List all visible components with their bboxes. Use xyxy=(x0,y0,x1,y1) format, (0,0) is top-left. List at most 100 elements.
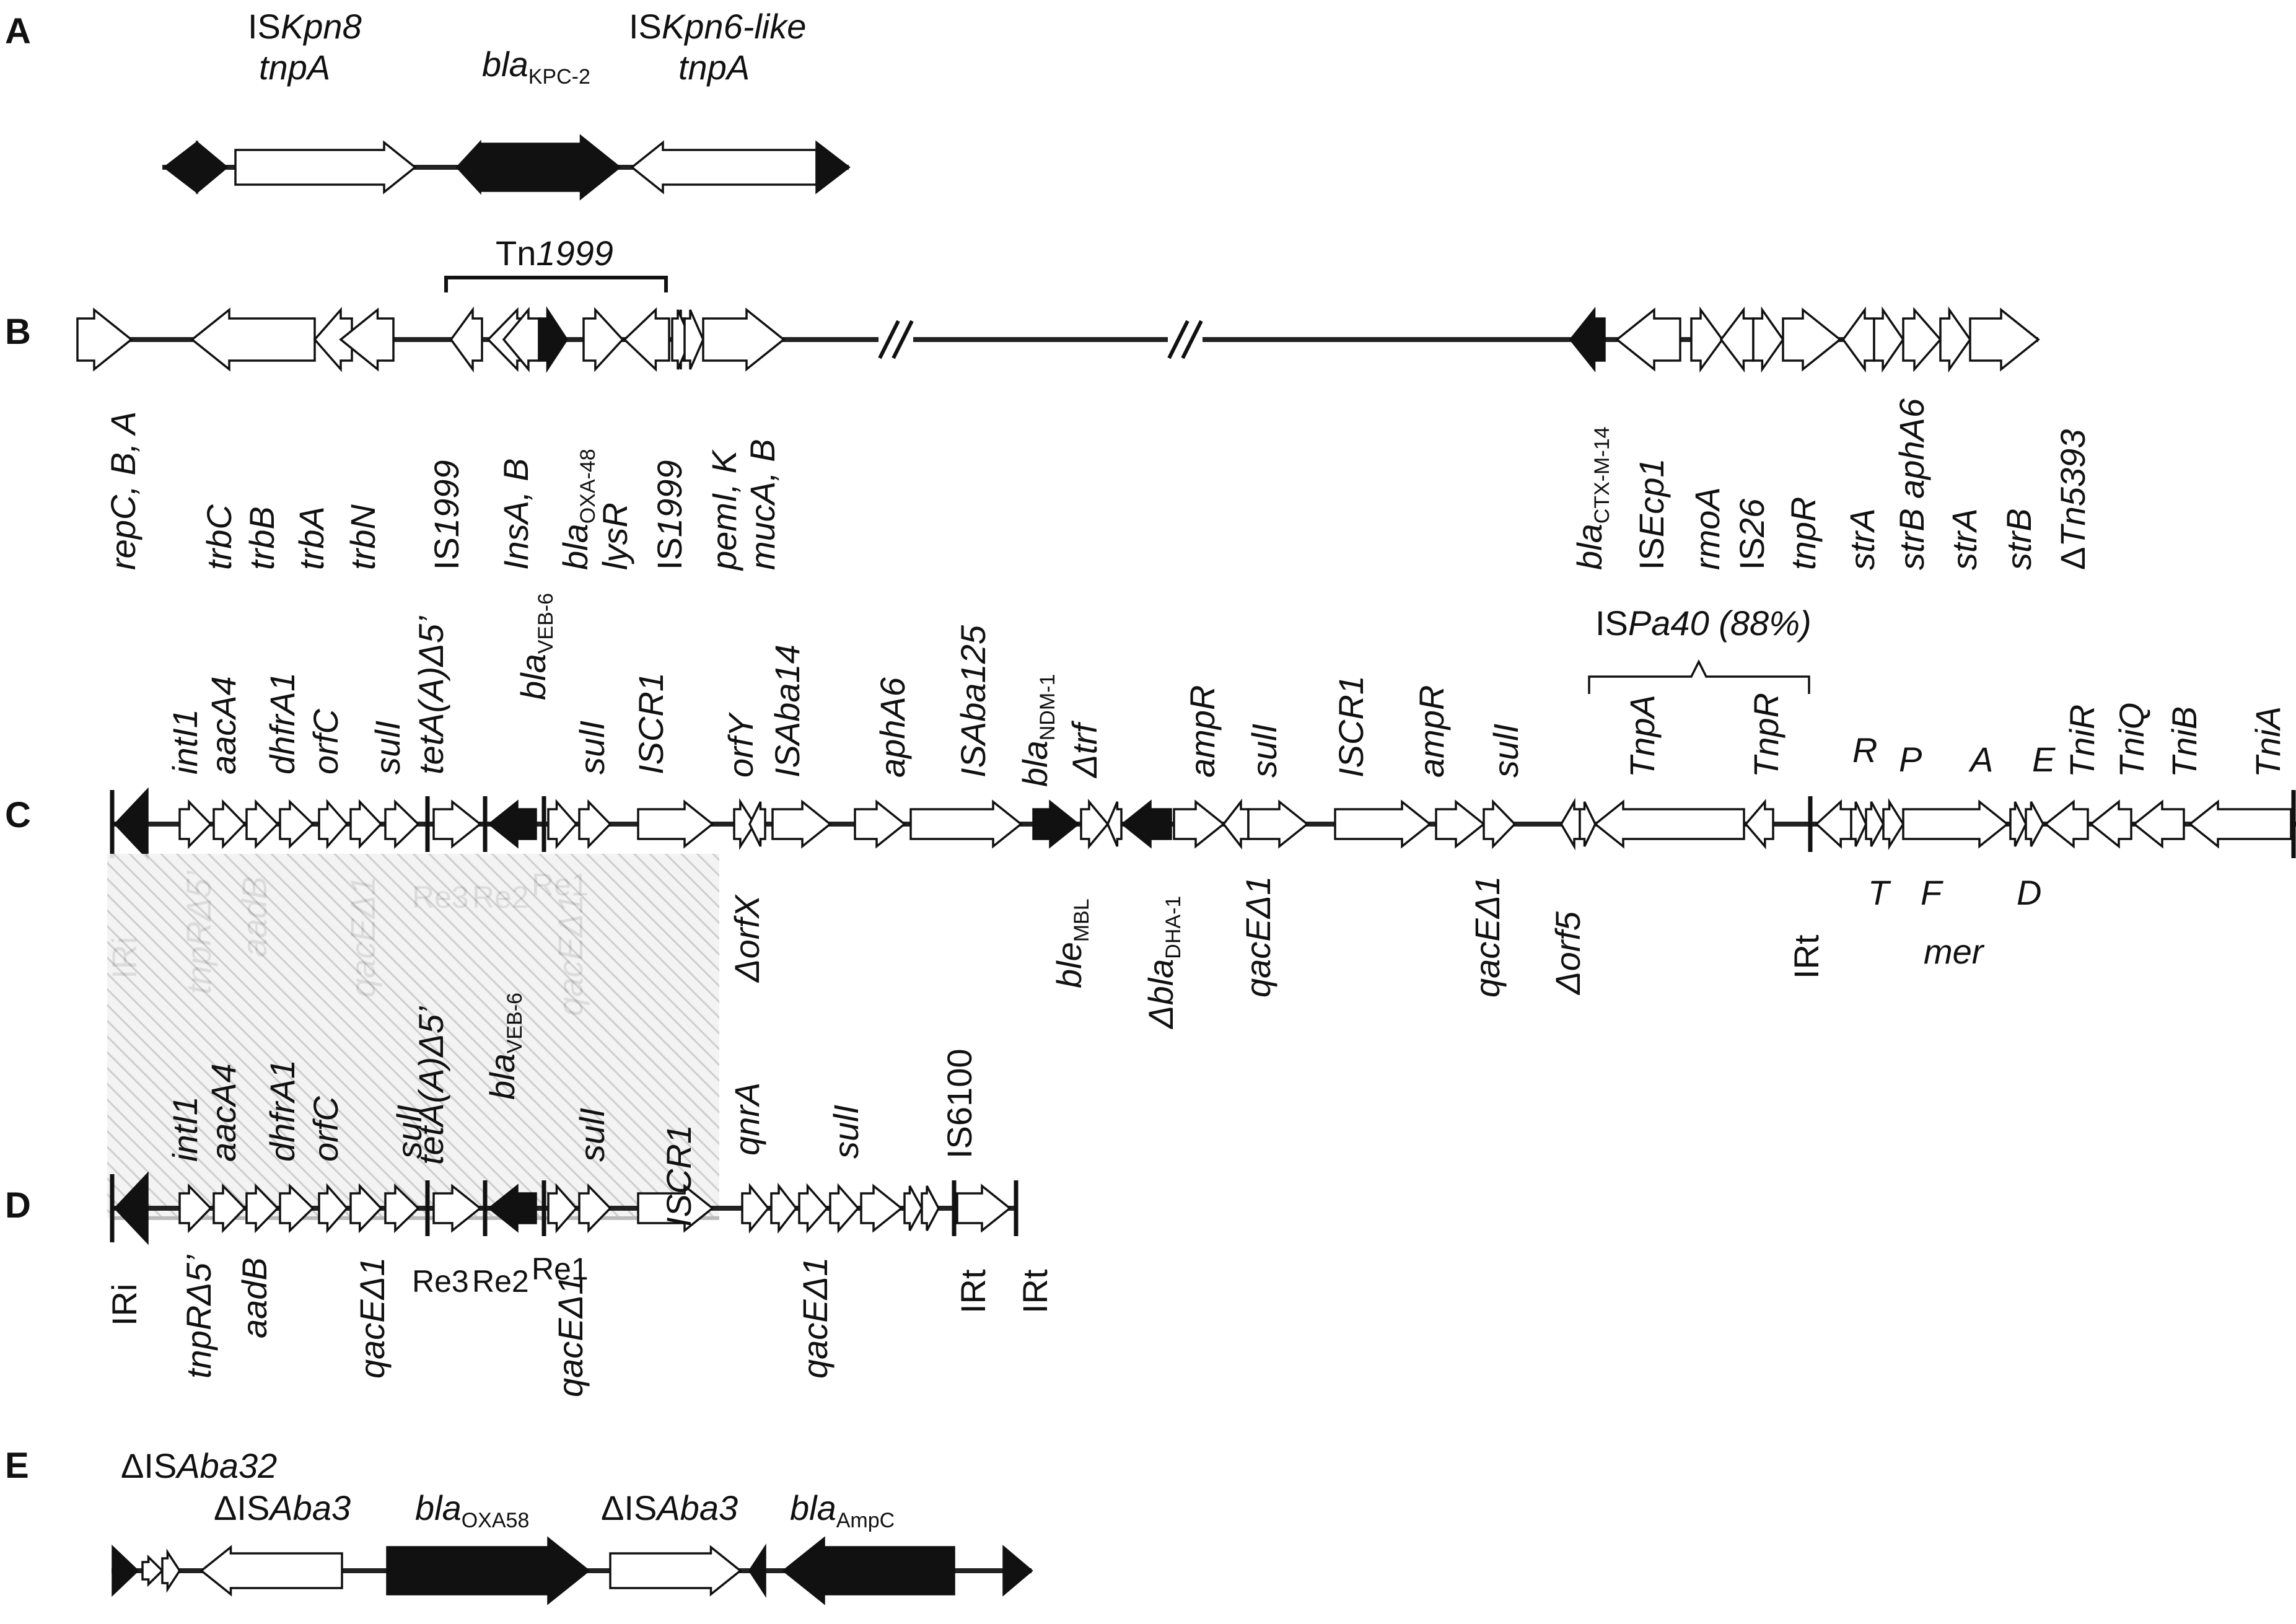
gene-arrow xyxy=(547,799,578,849)
gene-arrow xyxy=(1841,306,1875,373)
gene-arrow xyxy=(1744,799,1774,849)
gene-arrow xyxy=(798,1183,829,1234)
gene-label: tnpR xyxy=(1784,497,1823,570)
isaba3-label-2: ΔISAba3 xyxy=(601,1488,738,1527)
bla-oxa58-label: blaOXA58 xyxy=(415,1488,529,1532)
gene-arrow xyxy=(637,799,714,849)
panel-d-boundary-marks xyxy=(110,1174,1019,1242)
gene-label: repC, B, A xyxy=(103,411,142,570)
gene-label: ISAba14 xyxy=(768,644,807,778)
gene-label: sulI xyxy=(368,721,407,775)
bla-oxa58-arrow xyxy=(386,1536,590,1605)
gene-label: qnrA xyxy=(727,1082,766,1156)
gene-arrow xyxy=(956,1183,1012,1233)
gene-arrow xyxy=(339,307,395,372)
ir-left-triangle-2 xyxy=(196,140,229,195)
gene-label: orfC xyxy=(306,709,345,775)
gene-label: mucA, B xyxy=(743,439,782,570)
gene-label: ΔorfX xyxy=(727,893,766,983)
gene-arrow xyxy=(2044,799,2089,849)
gene-arrow xyxy=(637,1183,714,1233)
ble-mbl-label: bleMBL xyxy=(1049,898,1093,988)
gene-label: tetA(A)Δ5’ xyxy=(411,615,450,775)
gene-label: TniB xyxy=(2165,706,2204,778)
gene-arrow xyxy=(76,307,133,372)
gene-label: ISCR1 xyxy=(1331,675,1370,778)
gene-label: aadB xyxy=(235,1257,274,1338)
gene-arrow xyxy=(213,799,247,849)
gene-label: TniR xyxy=(2062,704,2101,778)
iskpn6-tnpa-arrow xyxy=(630,140,818,195)
gene-arrow xyxy=(1850,801,1867,847)
bla-kpc2-arrow xyxy=(481,134,621,201)
panel-c-gene-arrows xyxy=(113,787,2292,861)
gene-arrow xyxy=(538,306,569,373)
gene-arrow xyxy=(921,1185,940,1231)
gene-arrow xyxy=(1247,799,1309,849)
ir-triangle xyxy=(1002,1545,1033,1597)
panel-c-boundary-marks xyxy=(110,790,2296,858)
iskpn6-label: ISKpn6-like xyxy=(629,7,806,46)
gene-arrow xyxy=(582,307,624,372)
irt-label: IRt xyxy=(1787,934,1826,979)
gene-label: rmoA xyxy=(1688,487,1727,570)
gene-arrow xyxy=(854,799,906,849)
isaba32-label: ΔISAba32 xyxy=(121,1446,277,1485)
iskpn6-gene-label: tnpA xyxy=(678,48,750,87)
panel-e-gene-arrows xyxy=(112,1536,1033,1605)
gene-arrow xyxy=(1882,797,1905,851)
gene-label: intI1 xyxy=(165,709,204,775)
gene-label: strB xyxy=(1999,508,2038,570)
ir-triangle xyxy=(748,1543,766,1598)
gene-arrow xyxy=(245,799,279,849)
mer-gene-label: E xyxy=(2032,740,2056,779)
gene-arrow xyxy=(1569,307,1606,372)
iskpn8-gene-label: tnpA xyxy=(259,48,330,87)
gene-arrow xyxy=(1719,306,1755,373)
gene-arrow xyxy=(502,307,540,372)
shared-region-shading xyxy=(107,854,719,1218)
gene-arrow xyxy=(318,799,349,849)
ispa40-brace xyxy=(1588,659,1810,694)
iri-triangle xyxy=(113,787,149,861)
gene-arrow xyxy=(547,1183,578,1234)
gene-label: sulI xyxy=(826,1105,865,1159)
gene-label: sulI xyxy=(390,1105,429,1159)
gene-arrow xyxy=(279,1183,315,1234)
gene-label: dhfrA1 xyxy=(263,672,302,775)
panel-d-label: D xyxy=(5,1185,31,1226)
gene-arrow xyxy=(384,799,420,849)
gene-arrow xyxy=(702,307,786,372)
gene-label: IS1999 xyxy=(427,460,466,571)
bla-ndm1-label: blaNDM-1 xyxy=(1015,674,1059,787)
gene-label: qacEΔ1 xyxy=(353,1257,392,1379)
small-gene-arrow xyxy=(161,1548,182,1593)
panel-e: E ΔISAba32 ΔISAba3 blaOXA58 ΔISAba3 blaA… xyxy=(5,1446,1033,1605)
bla-kpc-label: blaKPC-2 xyxy=(482,45,590,89)
re2-label: Re2 xyxy=(472,1264,529,1299)
gene-label: tnpRΔ5’ xyxy=(179,1254,218,1379)
gene-label: IS1999 xyxy=(650,460,689,571)
gene-arrow xyxy=(432,799,482,849)
gene-arrow xyxy=(349,1183,383,1234)
break-mark xyxy=(1167,320,1203,359)
gene-arrow xyxy=(2089,799,2132,849)
gene-arrow xyxy=(1593,799,1745,849)
gene-arrow xyxy=(829,1183,860,1234)
gene-label: InsA, B xyxy=(496,458,535,570)
re1-label: Re1 xyxy=(532,1252,589,1286)
gene-arrow xyxy=(1752,306,1785,373)
gene-label: TniA xyxy=(2248,706,2287,778)
panel-b-gene-arrows xyxy=(76,306,2040,373)
gene-arrow xyxy=(1334,799,1432,849)
gene-arrow xyxy=(909,799,1023,849)
gene-label: sulI xyxy=(572,721,611,775)
gene-label: ampR xyxy=(1412,685,1451,778)
mer-gene-label: T xyxy=(1868,873,1891,912)
gene-arrow xyxy=(1865,801,1885,847)
panel-e-label: E xyxy=(5,1446,29,1486)
gene-label: sulI xyxy=(572,1108,611,1162)
